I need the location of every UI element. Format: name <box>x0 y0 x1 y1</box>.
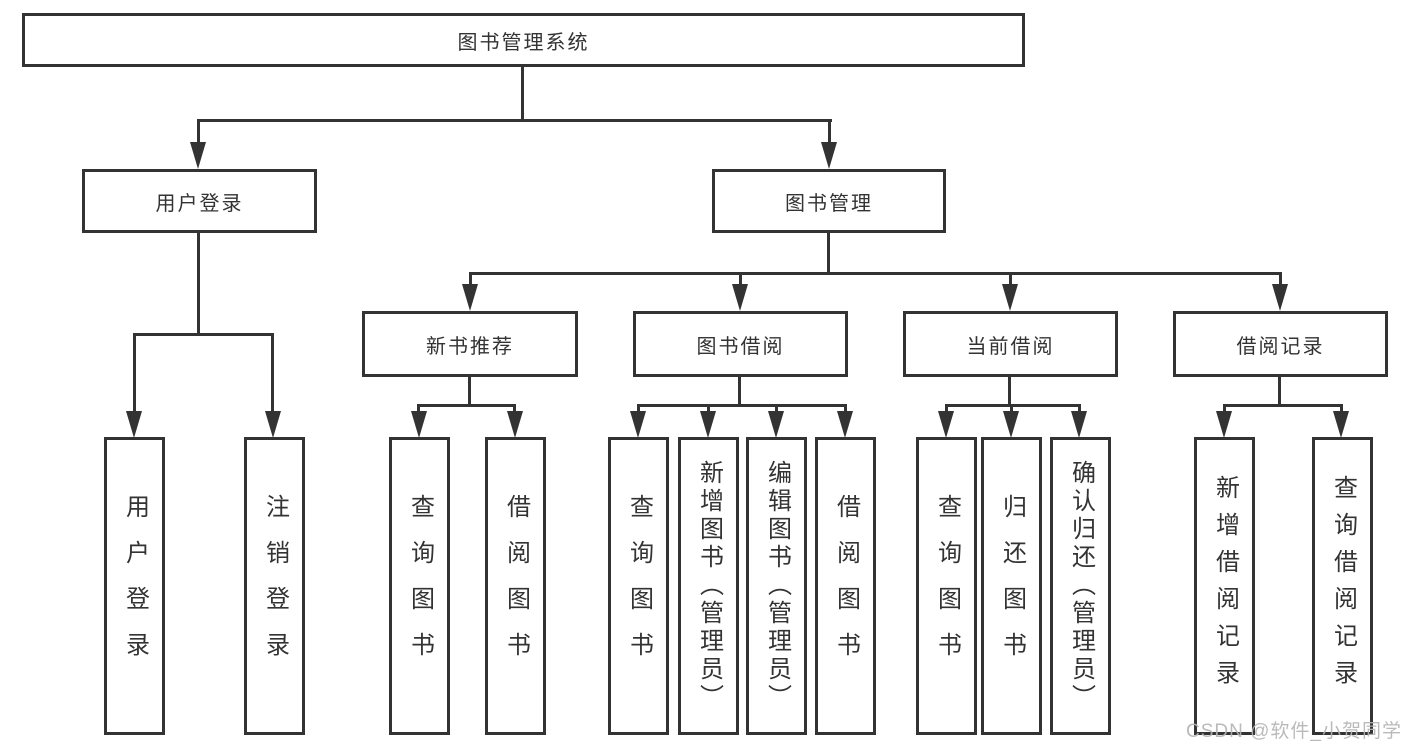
node-label: 归还图书 <box>998 494 1026 678</box>
connector-hline <box>133 333 274 336</box>
node-label: 查询图书 <box>625 494 653 678</box>
connector-vline <box>417 404 420 416</box>
connector-vline <box>1010 404 1013 416</box>
node-new-book-recommendation: 新书推荐 <box>362 311 578 377</box>
connector-vline <box>468 377 471 406</box>
node-label: 借阅记录 <box>1236 335 1325 358</box>
node-current-borrowing: 当前借阅 <box>903 311 1118 377</box>
connector-vline <box>945 404 948 416</box>
node-label: 用户登录 <box>121 494 149 678</box>
node-book-management: 图书管理 <box>712 169 946 233</box>
csdn-watermark: CSDN @软件_小贺同学 <box>1186 721 1402 742</box>
node-label: 图书管理 <box>785 192 873 215</box>
arrow-down-icon <box>938 411 954 438</box>
node-book-borrowing: 图书借阅 <box>633 311 848 377</box>
arrow-down-icon <box>1272 284 1288 311</box>
node-label: 编辑图书（管理员） <box>763 460 791 712</box>
connector-hline <box>469 272 1281 275</box>
arrow-down-icon <box>732 284 748 311</box>
node-edit-books-admin: 编辑图书（管理员） <box>746 437 807 735</box>
connector-hline <box>1223 404 1342 407</box>
arrow-down-icon <box>462 284 478 311</box>
connector-vline <box>1223 404 1226 416</box>
node-label: 注销登录 <box>261 494 289 678</box>
connector-vline <box>1340 404 1343 416</box>
arrow-down-icon <box>190 142 206 169</box>
connector-vline <box>1279 272 1282 287</box>
node-library-management-system: 图书管理系统 <box>22 13 1025 67</box>
node-label: 新增图书（管理员） <box>695 460 723 712</box>
node-return-books: 归还图书 <box>981 437 1042 735</box>
arrow-down-icon <box>265 411 281 438</box>
node-label: 图书借阅 <box>696 335 785 358</box>
arrow-down-icon <box>630 411 646 438</box>
node-label: 借阅图书 <box>502 494 530 678</box>
node-query-books-recommendation: 查询图书 <box>389 437 450 735</box>
connector-vline <box>521 67 524 120</box>
connector-vline <box>197 119 200 147</box>
node-label: 查询图书 <box>933 494 961 678</box>
arrow-down-icon <box>768 411 784 438</box>
connector-vline <box>1078 404 1081 416</box>
node-label: 当前借阅 <box>966 335 1055 358</box>
arrow-down-icon <box>700 411 716 438</box>
node-borrow-books-recommendation: 借阅图书 <box>485 437 546 735</box>
node-label: 确认归还（管理员） <box>1067 460 1095 712</box>
arrow-down-icon <box>1071 411 1087 438</box>
node-add-books-admin: 新增图书（管理员） <box>678 437 739 735</box>
arrow-down-icon <box>126 411 142 438</box>
connector-vline <box>738 377 741 406</box>
connector-vline <box>828 119 831 147</box>
connector-hline <box>197 119 832 122</box>
node-confirm-return-admin: 确认归还（管理员） <box>1050 437 1111 735</box>
arrow-down-icon <box>411 411 427 438</box>
node-label: 新书推荐 <box>426 335 514 358</box>
connector-vline <box>469 272 472 287</box>
node-query-books-current: 查询图书 <box>916 437 977 735</box>
connector-hline <box>637 404 846 407</box>
arrow-down-icon <box>1003 411 1019 438</box>
node-query-books-borrowing: 查询图书 <box>608 437 669 735</box>
connector-vline <box>1278 377 1281 406</box>
connector-vline <box>197 233 200 336</box>
arrow-down-icon <box>1216 411 1232 438</box>
node-query-borrow-record: 查询借阅记录 <box>1312 437 1373 735</box>
connector-vline <box>739 272 742 287</box>
node-label: 查询借阅记录 <box>1329 475 1357 697</box>
node-label: 借阅图书 <box>832 494 860 678</box>
connector-vline <box>513 404 516 416</box>
node-user-login: 用户登录 <box>82 169 317 233</box>
connector-vline <box>1009 272 1012 287</box>
node-label: 查询图书 <box>406 494 434 678</box>
connector-vline <box>707 404 710 416</box>
connector-vline <box>637 404 640 416</box>
connector-vline <box>844 404 847 416</box>
connector-vline <box>1008 377 1011 406</box>
arrow-down-icon <box>507 411 523 438</box>
node-user-login-action: 用户登录 <box>104 437 165 735</box>
node-borrow-books: 借阅图书 <box>815 437 876 735</box>
node-label: 图书管理系统 <box>457 31 590 54</box>
connector-vline <box>827 233 830 274</box>
node-borrowing-records: 借阅记录 <box>1173 311 1388 377</box>
connector-vline <box>775 404 778 416</box>
connector-vline <box>271 333 274 413</box>
connector-hline <box>417 404 516 407</box>
arrow-down-icon <box>837 411 853 438</box>
arrow-down-icon <box>1002 284 1018 311</box>
node-add-borrow-record: 新增借阅记录 <box>1194 437 1255 735</box>
node-label: 用户登录 <box>155 192 244 215</box>
node-logout: 注销登录 <box>244 437 305 735</box>
arrow-down-icon <box>821 142 837 169</box>
node-label: 新增借阅记录 <box>1211 475 1239 697</box>
connector-vline <box>133 333 136 413</box>
arrow-down-icon <box>1333 411 1349 438</box>
